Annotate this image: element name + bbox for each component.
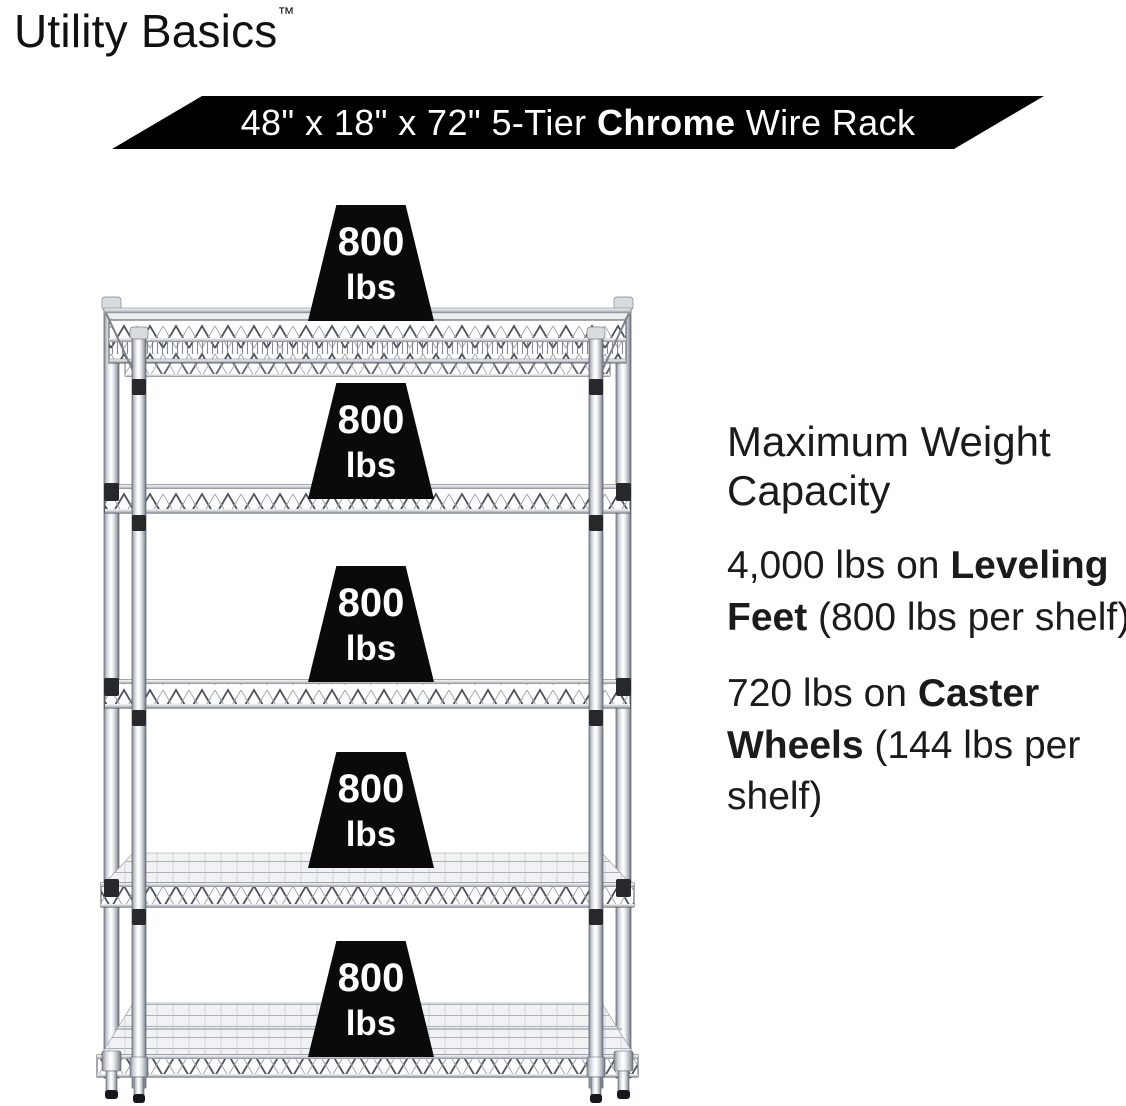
foot-back-right — [613, 1050, 634, 1099]
weight-value: 800 — [337, 219, 405, 264]
leveling-prefix: 4,000 lbs on — [727, 544, 951, 588]
foot-front-left — [129, 1056, 149, 1103]
capacity-info-panel: Maximum Weight Capacity 4,000 lbs on Lev… — [727, 417, 1126, 823]
trademark-symbol: ™ — [277, 4, 295, 23]
weight-value: 800 — [337, 580, 405, 625]
weight-marker: 800 lbs — [308, 205, 434, 321]
weight-unit: lbs — [345, 267, 397, 307]
caster-suffix: (144 lbs per shelf) — [727, 723, 1081, 819]
weight-unit: lbs — [345, 814, 397, 854]
weight-unit: lbs — [345, 1003, 397, 1043]
caster-bold: Caster Wheels — [727, 672, 1040, 767]
weight-value: 800 — [337, 955, 405, 1000]
capacity-heading: Maximum Weight Capacity — [727, 418, 1051, 515]
foot-back-left — [101, 1050, 122, 1099]
banner-suffix-text: Wire Rack — [735, 101, 916, 143]
leveling-feet — [101, 1050, 634, 1103]
product-title-banner: 48" x 18" x 72" 5-Tier Chrome Wire Rack — [112, 96, 1044, 149]
foot-front-right — [586, 1056, 606, 1103]
leveling-suffix: (800 lbs per shelf) — [807, 595, 1126, 639]
weight-value: 800 — [337, 397, 405, 442]
brand-logo: Utility Basics™ — [14, 4, 295, 58]
front-left-post — [129, 326, 149, 1089]
banner-highlight-text: Chrome — [596, 101, 736, 143]
shelf-4 — [100, 852, 635, 908]
leveling-feet-capacity: 4,000 lbs on Leveling Feet (800 lbs per … — [727, 540, 1126, 643]
weight-unit: lbs — [345, 628, 397, 668]
weight-value: 800 — [337, 766, 405, 811]
leveling-bold: Leveling Feet — [727, 544, 1109, 639]
banner-dimensions-text: 48" x 18" x 72" 5-Tier — [240, 101, 597, 143]
caster-wheels-capacity: 720 lbs on Caster Wheels (144 lbs per sh… — [727, 668, 1126, 822]
weight-unit: lbs — [345, 445, 397, 485]
shelf-3 — [104, 679, 631, 709]
front-right-post — [586, 326, 606, 1089]
caster-prefix: 720 lbs on — [727, 672, 918, 716]
brand-name: Utility Basics — [14, 5, 278, 57]
